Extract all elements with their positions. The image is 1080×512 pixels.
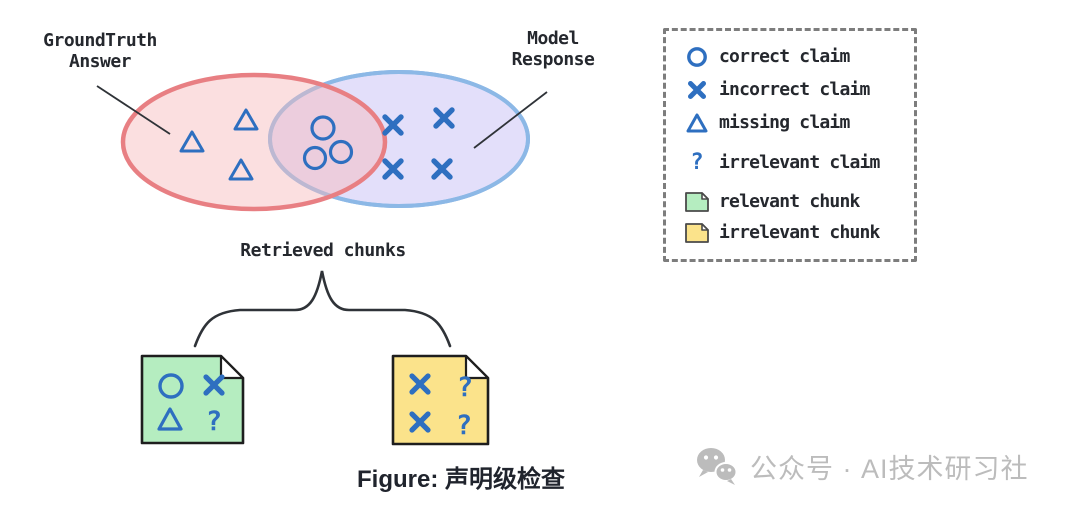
model-pointer-line xyxy=(473,91,548,149)
legend-item-incorrect-claim: incorrect claim xyxy=(680,73,908,106)
correct-claim-circle xyxy=(310,115,336,141)
legend-item-relevant-chunk: relevant chunk xyxy=(680,186,908,217)
groundtruth-ellipse-stroke xyxy=(120,72,388,212)
correct-claim-circle xyxy=(328,139,354,165)
legend-item-label: correct claim xyxy=(719,46,850,67)
missing-claim-triangle xyxy=(179,130,205,153)
relevant-chunk-page-fold xyxy=(219,354,245,380)
legend-box: correct claim incorrect claim missing cl… xyxy=(663,28,917,262)
model-response-label: Model Response xyxy=(511,28,595,70)
watermark: 公众号 · AI技术研习社 xyxy=(694,446,1029,486)
correct-claim-circle xyxy=(302,145,328,171)
model-response-ellipse-stroke xyxy=(268,70,530,208)
legend-item-label: missing claim xyxy=(719,112,850,133)
irrelevant-claim-question: ? xyxy=(457,372,473,403)
wechat-icon xyxy=(694,446,740,486)
irrelevant-chunk-icon xyxy=(680,221,714,245)
legend-item-irrelevant-claim: ? irrelevant claim xyxy=(680,146,908,179)
legend-item-missing-claim: missing claim xyxy=(680,106,908,139)
legend-item-label: incorrect claim xyxy=(719,79,870,100)
missing-claim-triangle xyxy=(157,407,183,431)
x-mark-icon xyxy=(680,79,714,101)
circle-outline-icon xyxy=(680,45,714,69)
incorrect-claim-x xyxy=(382,114,404,136)
question-mark-icon: ? xyxy=(690,149,704,175)
irrelevant-chunk-page-fold xyxy=(464,354,490,380)
triangle-outline-icon xyxy=(680,112,714,134)
retrieved-chunks-label: Retrieved chunks xyxy=(240,240,406,261)
incorrect-claim-x xyxy=(431,158,453,180)
brace xyxy=(193,270,452,348)
relevant-chunk-icon xyxy=(680,190,714,214)
watermark-text: 公众号 · AI技术研习社 xyxy=(750,453,1029,484)
missing-claim-triangle xyxy=(228,158,254,181)
groundtruth-pointer-line xyxy=(96,85,171,135)
figure-caption: Figure: 声明级检查 xyxy=(357,466,565,493)
legend-item-label: relevant chunk xyxy=(719,191,860,212)
legend-item-label: irrelevant claim xyxy=(719,152,880,173)
incorrect-claim-x xyxy=(203,374,225,396)
groundtruth-answer-label: GroundTruth Answer xyxy=(43,30,157,72)
missing-claim-triangle xyxy=(233,108,259,131)
incorrect-claim-x xyxy=(433,107,455,129)
legend-item-label: irrelevant chunk xyxy=(719,222,880,243)
incorrect-claim-x xyxy=(382,158,404,180)
irrelevant-claim-question: ? xyxy=(456,410,472,441)
incorrect-claim-x xyxy=(409,411,431,433)
incorrect-claim-x xyxy=(409,373,431,395)
correct-claim-circle xyxy=(158,373,184,399)
irrelevant-claim-question: ? xyxy=(206,406,222,437)
groundtruth-ellipse xyxy=(123,75,385,209)
legend-item-correct-claim: correct claim xyxy=(680,40,908,73)
legend-item-irrelevant-chunk: irrelevant chunk xyxy=(680,217,908,248)
